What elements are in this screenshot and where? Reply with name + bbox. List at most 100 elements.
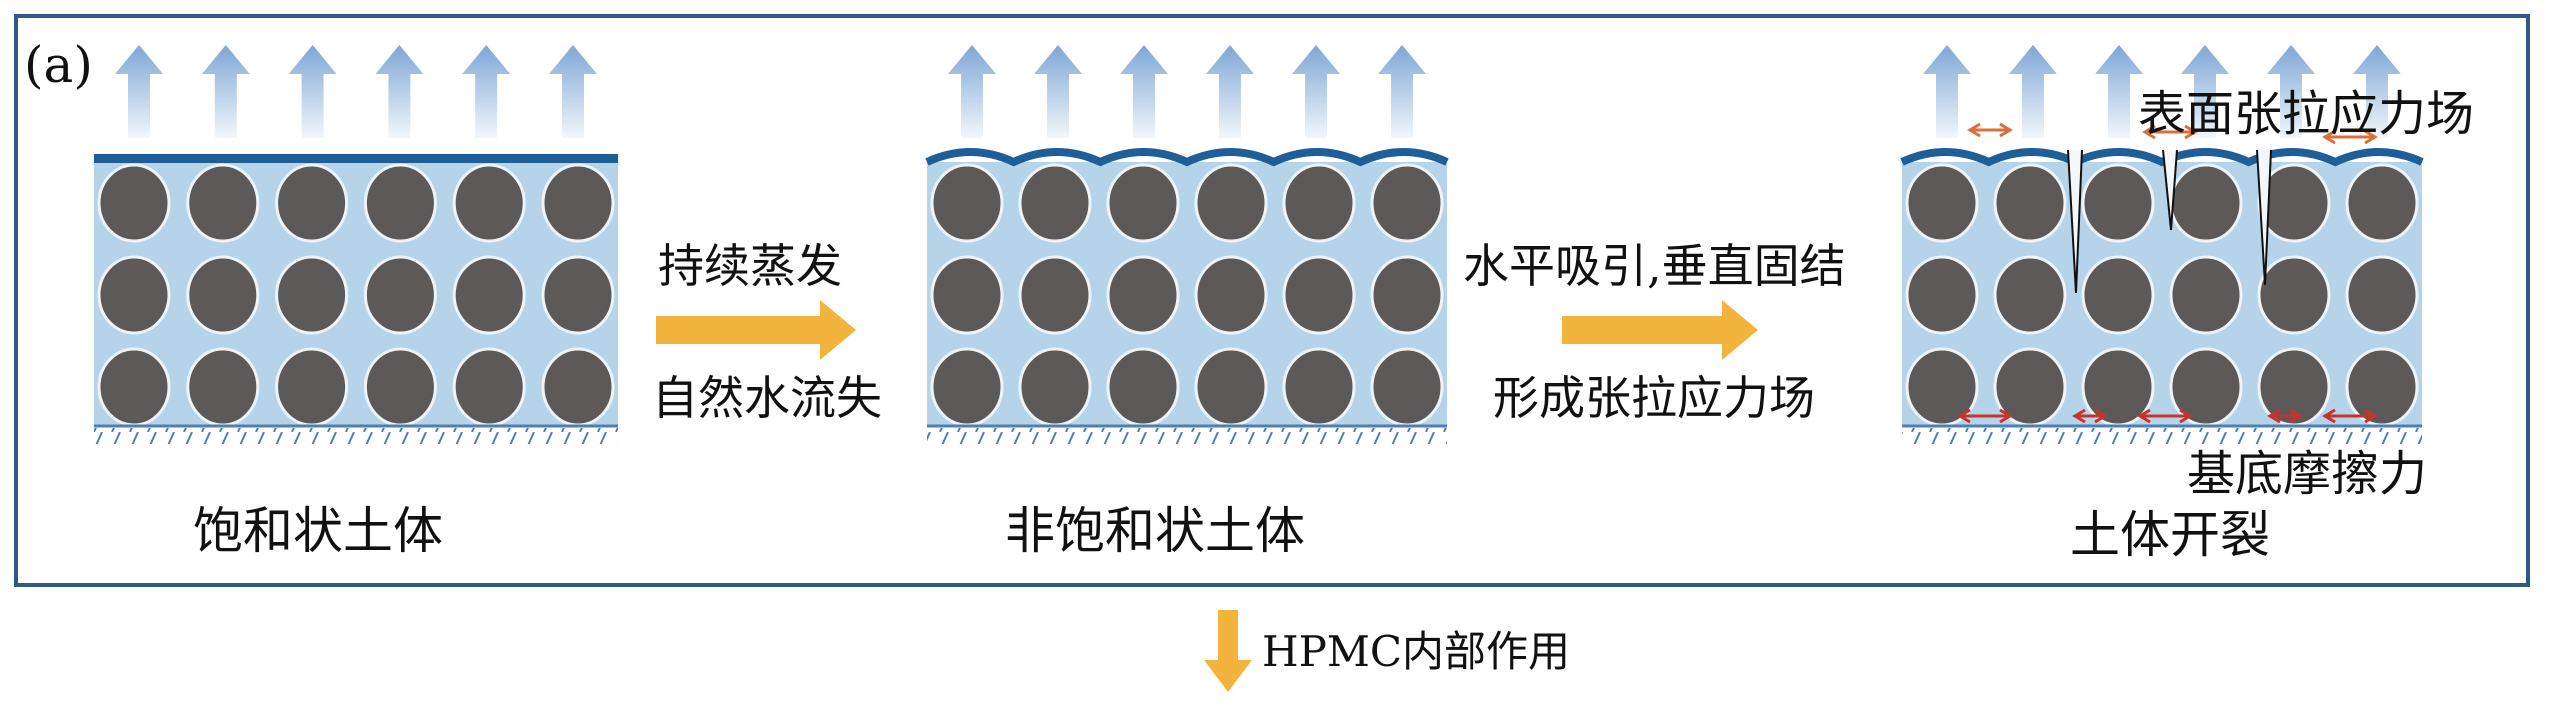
vapor-arrow-icon [2267,45,2315,138]
friction-arrow-icon-head [2364,408,2378,424]
transition-2-top-label: 水平吸引,垂直固结 [1463,239,1846,293]
stage-2-label: 非饱和状土体 [1005,502,1305,560]
figure-frame [14,14,2530,587]
soil-particle [97,347,171,427]
vapor-arrow-icon [2353,45,2401,138]
soil-particle [452,347,526,427]
vapor-arrow-icon [115,45,163,138]
soil-particle [2345,347,2419,427]
tension-arrow-icon-tail [2322,129,2336,145]
transition-2-bottom-label: 形成张拉应力场 [1493,371,1815,425]
soil-particle [1018,163,1092,243]
water-surface [94,154,618,163]
water-surface-meniscus [925,148,1449,167]
crack [2162,149,2178,231]
pore-water [927,162,1447,426]
soil-particle [2081,163,2155,243]
friction-arrow-icon-head [2094,408,2108,424]
vapor-arrow-icon [1034,45,1082,138]
friction-arrow-icon-tail [2267,408,2281,424]
soil-particle [97,163,171,243]
vapor-arrow-icon [201,45,250,138]
soil-particle [2169,255,2243,335]
soil-particle [1194,163,1268,243]
soil-particle [452,163,526,243]
soil-panel-3 [1900,45,2424,444]
soil-particle [1106,255,1180,335]
soil-particle [1018,255,1092,335]
soil-particle [363,255,437,335]
soil-particle [1905,255,1979,335]
crack [2067,149,2083,294]
soil-particle [2345,255,2419,335]
soil-particle [2169,347,2243,427]
soil-particle [186,255,260,335]
soil-particle [275,255,349,335]
soil-particle [186,163,260,243]
base-hatch [927,428,1447,444]
vapor-arrow-icon [549,45,597,138]
soil-particle [186,347,260,427]
soil-particle [1282,255,1356,335]
panel-label: (a) [24,36,93,94]
soil-particle [275,163,349,243]
base-friction-label: 基底摩擦力 [2187,446,2427,502]
vapor-arrow-icon [462,45,511,138]
vapor-arrow-icon [2095,45,2143,138]
soil-particle [930,255,1004,335]
surface-tension-label: 表面张拉应力场 [2138,86,2474,142]
soil-particle [1194,347,1268,427]
tension-arrow-icon-head [2184,124,2198,140]
vapor-arrow-icon [375,45,424,138]
tension-arrow-icon-tail [1967,122,1981,138]
vapor-arrow-icon [948,45,996,138]
soil-particle [363,163,437,243]
base-hatch [94,428,618,444]
stage-1-label: 饱和状土体 [193,502,443,560]
soil-particle [1905,163,1979,243]
process-arrow-2 [1562,300,1758,360]
tension-arrow-icon-tail [2142,124,2156,140]
vapor-arrow-icon [1206,45,1254,138]
vapor-arrow-icon [1292,45,1340,138]
friction-arrow-icon-tail [2322,408,2336,424]
soil-particle [2345,163,2419,243]
vapor-arrow-icon [1923,45,1971,138]
soil-particle [1018,347,1092,427]
stage-3-label: 土体开裂 [2070,506,2270,564]
soil-particle [1370,255,1444,335]
tension-arrow-icon-head [2364,129,2378,145]
vapor-arrow-icon [1378,45,1426,138]
soil-particle [452,255,526,335]
soil-particle [930,347,1004,427]
process-arrow-1 [656,300,856,360]
friction-arrow-icon-head [1999,408,2013,424]
soil-particle [1282,163,1356,243]
soil-particle [1106,347,1180,427]
base-hatch [1902,428,2422,444]
crack [2256,149,2272,286]
soil-particle [930,163,1004,243]
soil-particle [1993,255,2067,335]
down-arrow-icon [1204,610,1252,692]
soil-particle [1282,347,1356,427]
soil-particle [363,347,437,427]
soil-particle [1993,163,2067,243]
friction-arrow-icon-tail [2137,408,2151,424]
soil-particle [2257,255,2331,335]
next-step-label: HPMC内部作用 [1262,627,1570,676]
soil-panel-2 [925,45,1449,444]
soil-particle [541,163,615,243]
water-surface-meniscus [1900,148,2424,167]
friction-arrow-icon-head [2179,408,2193,424]
friction-arrow-icon-tail [1957,408,1971,424]
vapor-arrow-icon [1120,45,1168,138]
vapor-arrow-icon [288,45,337,138]
soil-particle [1370,347,1444,427]
vapor-arrow-icon [2181,45,2229,138]
friction-arrow-icon-head [2289,408,2303,424]
pore-water [1902,162,2422,426]
soil-panel-1 [94,45,618,444]
friction-arrow-icon-tail [2072,408,2086,424]
